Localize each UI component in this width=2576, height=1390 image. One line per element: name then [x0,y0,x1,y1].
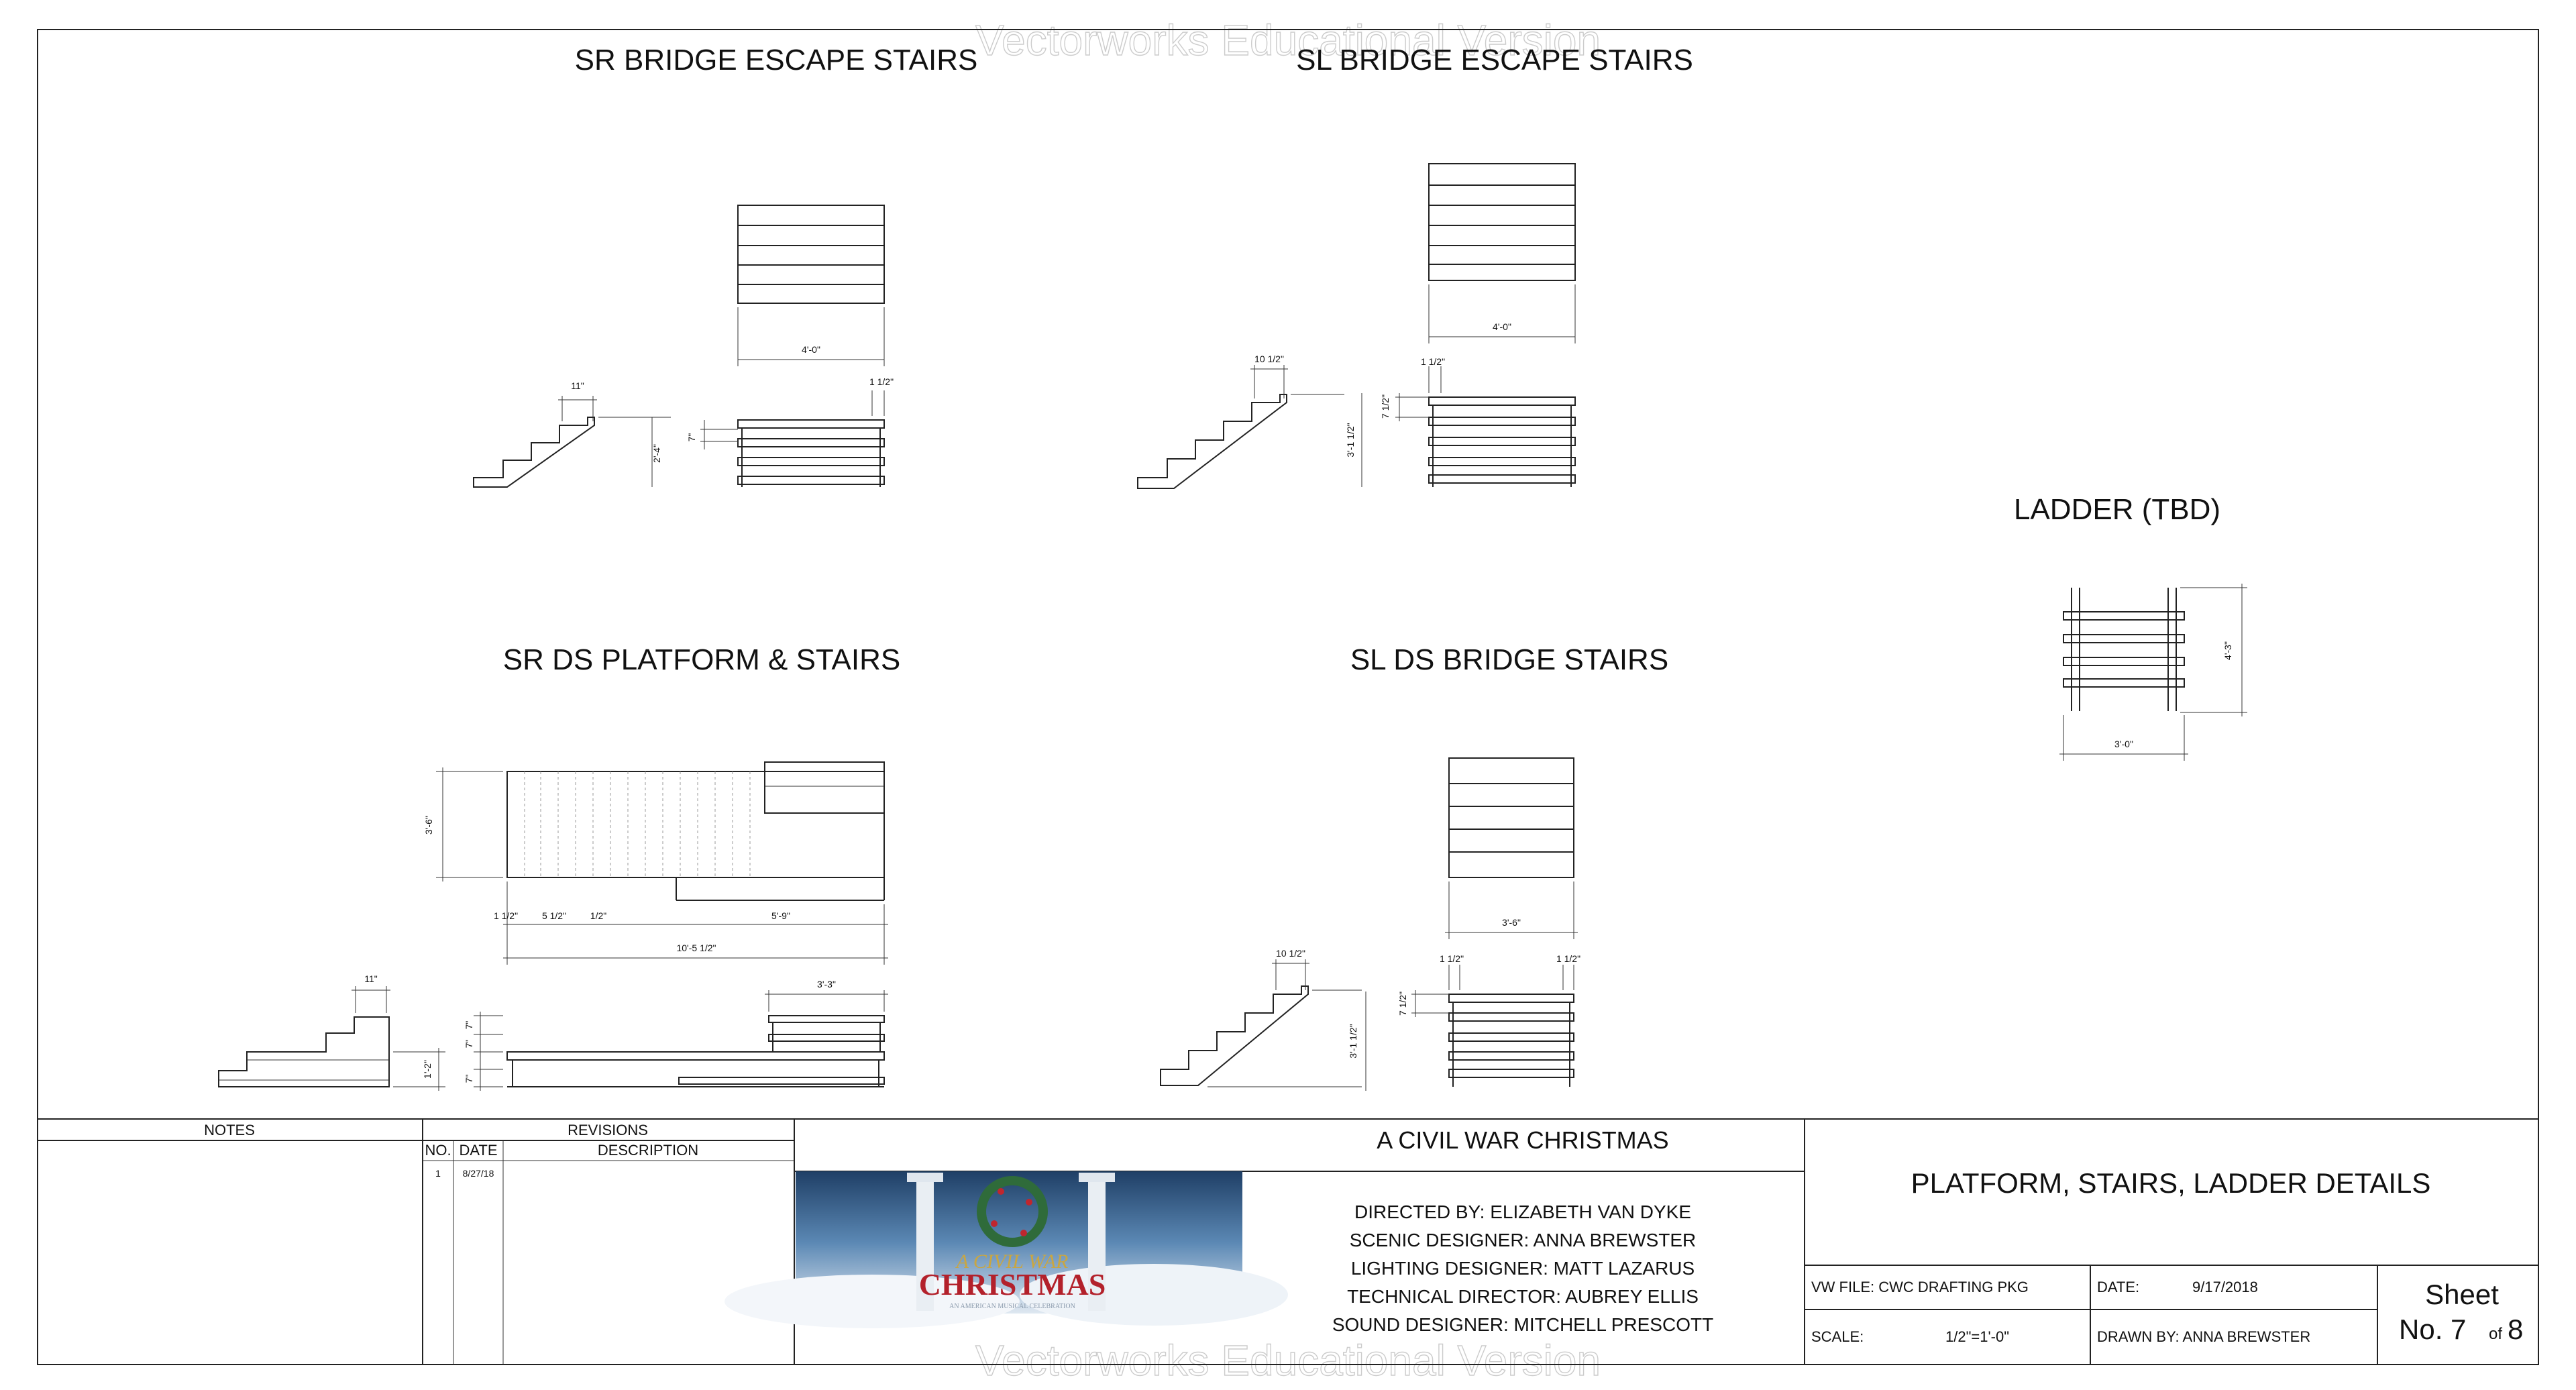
scale-label: SCALE: [1811,1328,1864,1345]
rev-col-date: DATE [459,1142,497,1159]
dim-width: 3'-6" [1502,917,1521,928]
front-elevation: 7" 1 1/2" [686,376,894,487]
credit-scenic: SCENIC DESIGNER: ANNA BREWSTER [1350,1230,1697,1250]
wreath-icon [977,1176,1048,1247]
credit-td: TECHNICAL DIRECTOR: AUBREY ELLIS [1347,1286,1699,1307]
vw-file: VW FILE: CWC DRAFTING PKG [1811,1279,2029,1295]
dim-d2: 5 1/2" [542,910,566,921]
dim-riser: 7 1/2" [1397,992,1408,1016]
view-sr-ds-platform-stairs: SR DS PLATFORM & STAIRS [218,643,900,1091]
view-title: SR DS PLATFORM & STAIRS [503,643,900,676]
logo-tagline: AN AMERICAN MUSICAL CELEBRATION [949,1303,1075,1310]
front-elevation: 3'-3" 7" 7" 7" [464,979,888,1091]
view-title: SL BRIDGE ESCAPE STAIRS [1296,44,1693,76]
plan-view: 3'-6" [1445,757,1578,939]
view-sl-ds-bridge-stairs: SL DS BRIDGE STAIRS 3'-6" 1 1/2" 1 [1160,643,1668,1091]
logo-line1: A CIVIL WAR [955,1250,1069,1273]
dim-width: 4'-0" [1493,321,1511,332]
credits: DIRECTED BY: ELIZABETH VAN DYKE SCENIC D… [1332,1201,1713,1335]
dim-depth: 3'-6" [423,816,434,835]
view-title: SR BRIDGE ESCAPE STAIRS [575,44,978,76]
view-title: SL DS BRIDGE STAIRS [1350,643,1668,676]
watermark-top: Vectorworks Educational Version [975,16,1601,64]
notes-header: NOTES [204,1122,255,1138]
dim-tread: 10 1/2" [1254,354,1284,364]
side-elevation: 11" 1'-2" [218,973,445,1091]
dim-width: 3'-0" [2114,739,2133,749]
side-elevation: 10 1/2" [1137,354,1344,489]
dim-d1: 1 1/2" [494,910,518,921]
dim-height: 1'-2" [422,1060,433,1079]
view-sr-bridge-escape-stairs: SR BRIDGE ESCAPE STAIRS 4'-0" 7" [473,44,978,488]
watermark-bottom: Vectorworks Educational Version [975,1336,1601,1385]
dim-step-width: 5'-9" [771,910,790,921]
plan-view: 3'-6" 1 1/2" 5 1/2" 1/2" 5'-9" 10'-5 1/2… [423,761,888,965]
side-elevation: 10 1/2" [1160,948,1362,1087]
sheet-title: PLATFORM, STAIRS, LADDER DETAILS [1911,1167,2431,1199]
dim-side-left: 1 1/2" [1440,953,1464,964]
dim-overall: 10'-5 1/2" [676,943,716,953]
dim-d3: 1/2" [590,910,606,921]
date-label: DATE: [2097,1279,2139,1295]
dim-width: 4'-0" [802,344,820,355]
dim-tread: 11" [571,380,584,391]
dim-riser-b: 7" [464,1040,474,1049]
scale-value: 1/2"=1'-0" [1945,1328,2009,1345]
sheet-total: 8 [2508,1314,2523,1345]
dim-side: 1 1/2" [1421,356,1445,367]
plan-view: 4'-0" [1428,163,1576,343]
dim-riser: 7" [686,433,697,442]
project-title: A CIVIL WAR CHRISTMAS [1377,1126,1668,1154]
logo-line2: CHRISTMAS [919,1267,1106,1301]
dim-riser-c: 7" [464,1075,474,1083]
dim-height: 4'-3" [2222,641,2233,660]
sheet-label: Sheet [2425,1279,2499,1310]
sheet-of: of [2489,1325,2502,1343]
title-block: NOTES REVISIONS NO. DATE DESCRIPTION 1 8… [38,1118,2538,1365]
rev-row-date: 8/27/18 [463,1168,494,1179]
plan-view: 4'-0" [737,205,885,366]
dim-side: 1 1/2" [869,376,894,387]
front-elevation: 7 1/2" 1 1/2" 3'-1 1/2" [1345,356,1576,487]
drawn-by: DRAWN BY: ANNA BREWSTER [2097,1328,2310,1345]
dim-stair-width: 3'-3" [817,979,836,990]
dim-tread: 10 1/2" [1276,948,1305,959]
credit-director: DIRECTED BY: ELIZABETH VAN DYKE [1354,1201,1691,1222]
dim-tread: 11" [364,973,378,984]
show-logo: A CIVIL WAR CHRISTMAS AN AMERICAN MUSICA… [724,1171,1288,1328]
dim-side-right: 1 1/2" [1556,953,1580,964]
dim-height: 3'-1 1/2" [1348,1024,1358,1058]
side-elevation: 11" 2'-4" [473,380,671,488]
view-ladder: LADDER (TBD) 4'-3" 3'-0" [2014,493,2247,761]
rev-col-no: NO. [425,1142,451,1159]
rev-row-no: 1 [435,1168,441,1179]
rev-col-description: DESCRIPTION [598,1142,698,1159]
sheet-number-prefix: No. 7 [2399,1314,2466,1345]
dim-riser-a: 7" [464,1021,474,1030]
revisions-table: NO. DATE DESCRIPTION 1 8/27/18 [423,1140,794,1365]
credit-lighting: LIGHTING DESIGNER: MATT LAZARUS [1351,1258,1695,1279]
sheet-border [37,29,2539,1365]
dim-riser: 7 1/2" [1380,394,1391,419]
view-sl-bridge-escape-stairs: SL BRIDGE ESCAPE STAIRS 4'-0" 7 1/2" [1137,44,1693,489]
dim-height: 2'-4" [651,444,662,463]
joist-lines [524,771,751,877]
view-title: LADDER (TBD) [2014,493,2220,526]
dim-height: 3'-1 1/2" [1345,423,1356,457]
date-value: 9/17/2018 [2192,1279,2258,1295]
revisions-header: REVISIONS [568,1122,648,1138]
front-elevation: 1 1/2" 1 1/2" 7 1/2" 3'-1 1/2" [1348,953,1580,1091]
credit-sound: SOUND DESIGNER: MITCHELL PRESCOTT [1332,1314,1713,1335]
